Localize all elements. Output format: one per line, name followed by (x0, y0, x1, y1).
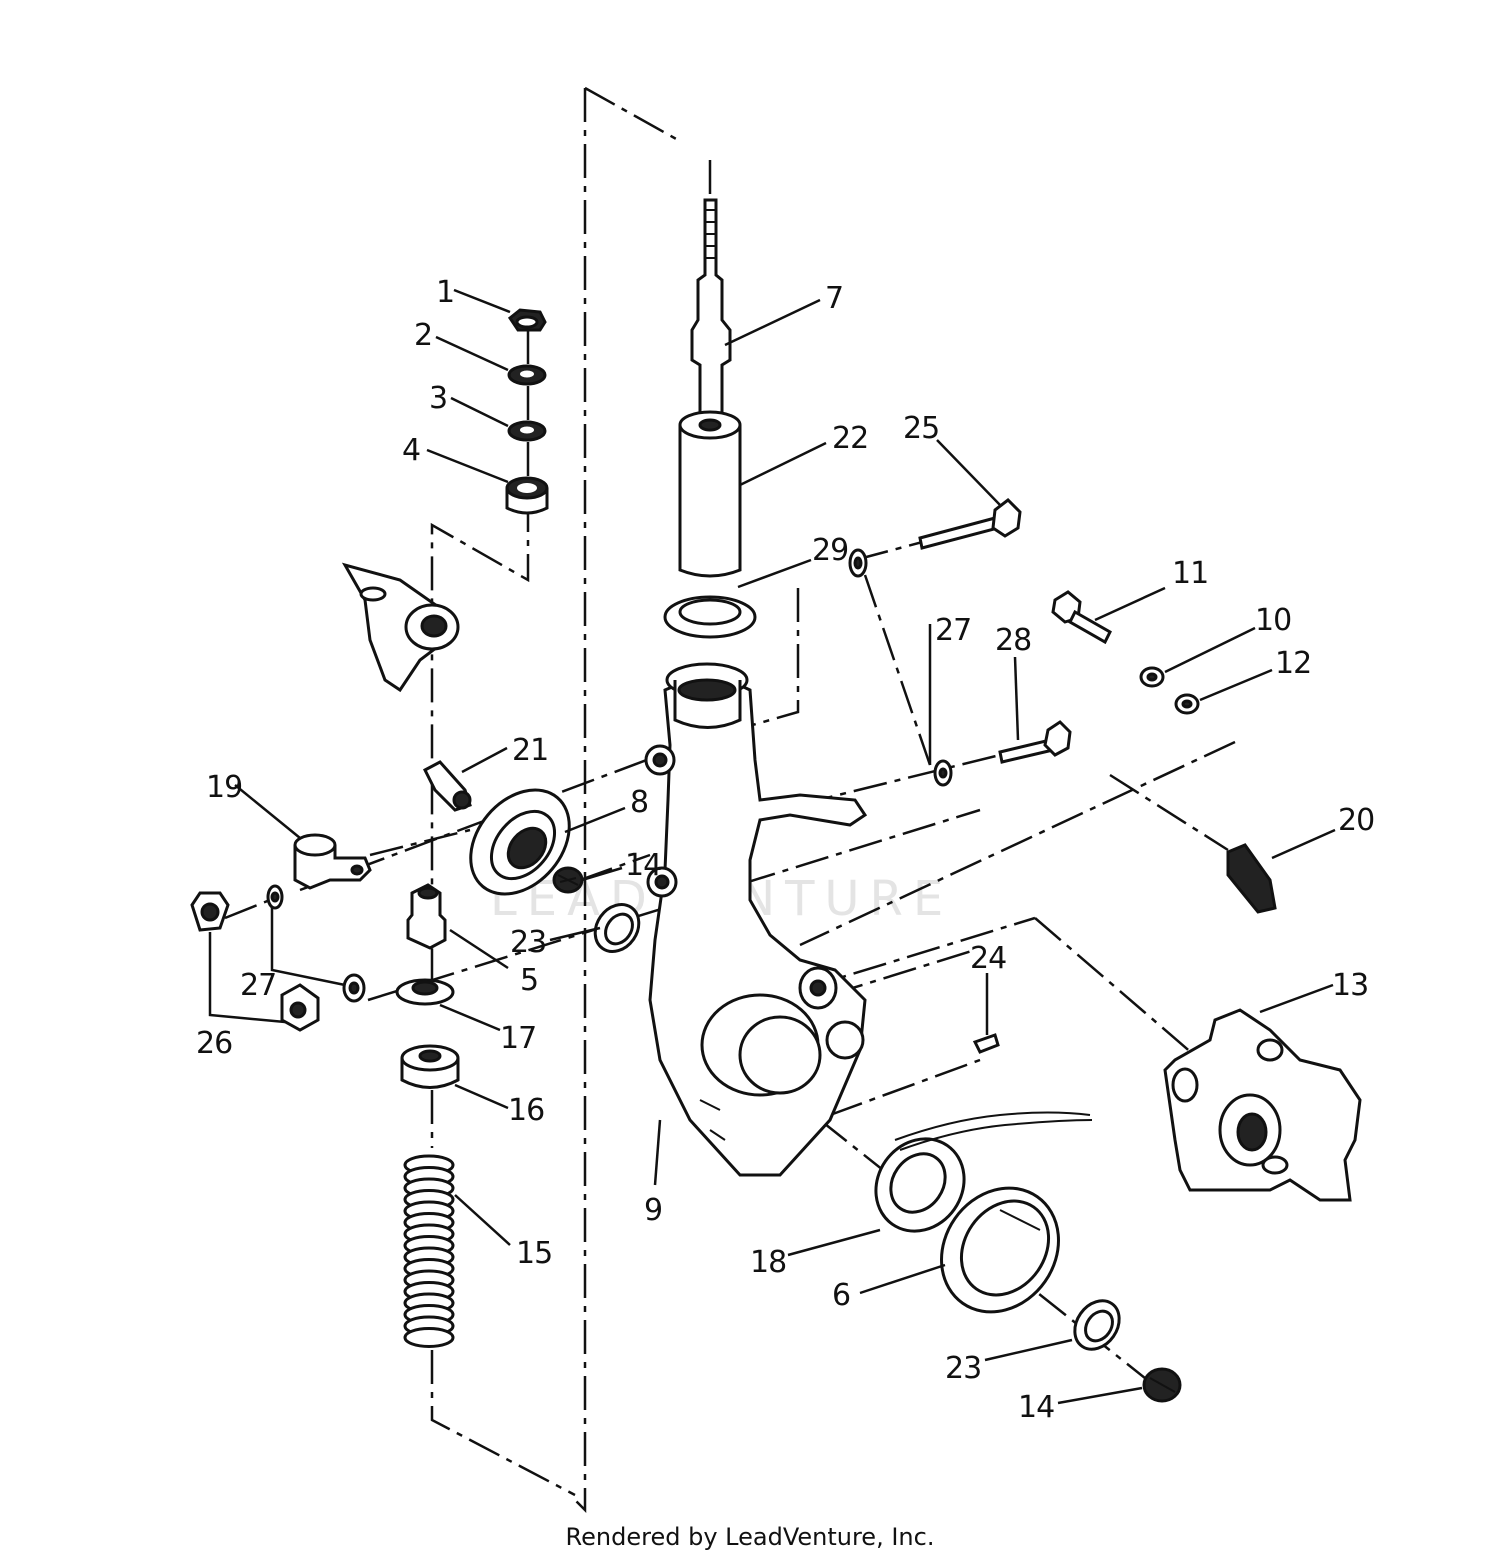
label-19: 19 (206, 770, 242, 805)
part-6-drum (940, 1186, 1060, 1314)
part-10-washer (1139, 666, 1165, 688)
label-24: 24 (970, 941, 1006, 976)
part-7-spindle-shaft (690, 198, 732, 422)
label-18: 18 (750, 1245, 786, 1280)
part-8-bearing (469, 788, 571, 896)
part-29-washer (663, 595, 757, 639)
brake-wire (894, 1111, 1093, 1151)
part-2-washer (507, 364, 547, 386)
label-29: 29 (812, 533, 848, 568)
label-6: 6 (832, 1278, 850, 1313)
label-17: 17 (500, 1021, 536, 1056)
label-27-right: 27 (935, 613, 971, 648)
part-5-fitting (406, 883, 447, 950)
part-23-seal-upper (593, 903, 641, 953)
part-22-sleeve (678, 410, 742, 578)
part-9-spindle-housing (644, 662, 868, 1177)
label-3: 3 (429, 381, 447, 416)
label-5: 5 (520, 963, 538, 998)
label-12: 12 (1275, 646, 1311, 681)
part-labels: 1 2 3 4 5 6 7 8 9 10 11 12 13 14 14 15 1… (196, 275, 1375, 1425)
part-21-grease-fitting (423, 760, 472, 812)
label-25: 25 (903, 411, 939, 446)
label-10: 10 (1255, 603, 1291, 638)
part-26-nut-upper (190, 891, 230, 932)
leader-lines (208, 288, 1336, 1405)
label-11: 11 (1172, 556, 1208, 591)
label-15: 15 (516, 1236, 552, 1271)
label-9: 9 (644, 1193, 662, 1228)
part-20-brake-pad (1226, 843, 1277, 914)
label-27-left: 27 (240, 968, 276, 1003)
part-14-nut-lower (1142, 1367, 1182, 1403)
label-8: 8 (630, 785, 648, 820)
part-27-washer-lower (342, 973, 366, 1003)
label-20: 20 (1338, 803, 1374, 838)
part-25-bolt (918, 498, 1022, 550)
part-27-washer-right (933, 759, 953, 787)
part-27-washer-upper (266, 884, 284, 910)
part-29-washer-small (848, 548, 868, 578)
part-17-retainer (395, 978, 455, 1006)
part-16-bushing (400, 1044, 460, 1089)
part-15-spring (403, 1154, 455, 1348)
label-14-upper: 14 (625, 848, 661, 883)
label-13: 13 (1332, 968, 1368, 1003)
credit-footer: Rendered by LeadVenture, Inc. (565, 1523, 935, 1551)
part-13-caliper (1163, 1008, 1362, 1202)
part-24-screw (972, 1033, 1000, 1054)
label-23-upper: 23 (510, 925, 546, 960)
label-23-lower: 23 (945, 1351, 981, 1386)
part-14-nut-upper (552, 866, 584, 894)
frame-bracket (341, 562, 460, 693)
part-18-seal (874, 1137, 966, 1233)
part-28-bolt (998, 720, 1072, 764)
part-19-clamp (293, 833, 372, 890)
label-26: 26 (196, 1026, 232, 1061)
label-16: 16 (508, 1093, 544, 1128)
label-2: 2 (414, 318, 432, 353)
spring-coil (403, 1327, 455, 1348)
label-21: 21 (512, 733, 548, 768)
part-12-washer (1174, 693, 1200, 715)
part-4-bushing (505, 476, 549, 515)
label-1: 1 (436, 275, 454, 310)
label-28: 28 (995, 623, 1031, 658)
label-7: 7 (825, 281, 843, 316)
label-22: 22 (832, 421, 868, 456)
part-26-nut-lower (280, 983, 320, 1032)
part-11-bolt (1051, 590, 1112, 645)
part-1-nut (507, 308, 547, 332)
part-3-washer (507, 420, 547, 442)
label-14-lower: 14 (1018, 1390, 1054, 1425)
label-4: 4 (402, 433, 420, 468)
part-23-seal-lower (1073, 1299, 1121, 1351)
